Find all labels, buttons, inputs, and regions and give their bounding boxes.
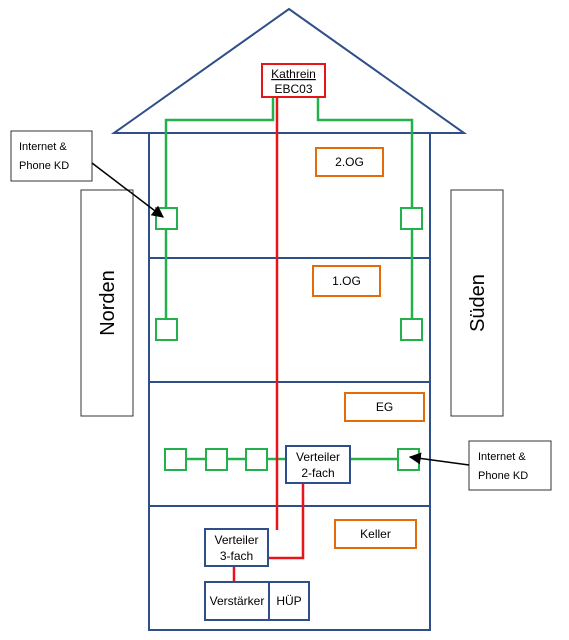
splitter-2-label-1: Verteiler xyxy=(296,450,340,464)
floor-label-keller-box xyxy=(334,519,417,549)
callout-left-label-1: Internet & xyxy=(19,141,67,153)
floor-label-1og: 1.OG xyxy=(332,274,361,288)
hup-label: HÜP xyxy=(276,594,301,608)
green-cable-left xyxy=(164,88,275,208)
outlet-eg-right xyxy=(397,448,420,471)
outlet-eg-3 xyxy=(245,448,268,471)
south-label: Süden xyxy=(467,274,489,332)
outlet-2og-left xyxy=(155,207,178,230)
splitter-2-box xyxy=(285,445,351,484)
outlet-1og-left xyxy=(155,318,178,341)
floor-label-eg-box xyxy=(344,392,425,422)
floor-label-eg: EG xyxy=(376,400,393,414)
floor-1og xyxy=(148,257,431,383)
callout-left-label-2: Phone KD xyxy=(19,160,69,172)
outlet-1og-right xyxy=(400,318,423,341)
floor-label-2og: 2.OG xyxy=(335,155,364,169)
splitter-2-label-2: 2-fach xyxy=(301,466,334,480)
red-cable-to-splitter2 xyxy=(268,483,305,560)
antenna-label-2: EBC03 xyxy=(274,82,312,96)
hup-box xyxy=(268,581,310,621)
floor-label-2og-box xyxy=(315,147,384,177)
callout-right-arrow xyxy=(408,452,470,466)
green-cable-right xyxy=(316,88,414,208)
amplifier-box xyxy=(204,581,270,621)
amplifier-label: Verstärker xyxy=(210,594,265,608)
callout-right-label-1: Internet & xyxy=(478,451,526,463)
north-label: Norden xyxy=(97,270,119,336)
outlet-2og-right xyxy=(400,207,423,230)
north-panel xyxy=(80,189,134,417)
floor-label-keller: Keller xyxy=(360,527,391,541)
splitter-3-box xyxy=(204,528,269,567)
splitter-3-label-1: Verteiler xyxy=(214,533,258,547)
floor-label-1og-box xyxy=(312,265,381,297)
antenna-label-1: Kathrein xyxy=(271,67,316,81)
callout-left-box xyxy=(10,130,93,182)
splitter-3-label-2: 3-fach xyxy=(220,549,253,563)
outlet-eg-2 xyxy=(205,448,228,471)
callout-right-box xyxy=(468,440,552,491)
floor-2og xyxy=(148,132,431,259)
callout-left-arrow xyxy=(91,162,164,218)
south-panel xyxy=(450,189,504,417)
outlet-eg-1 xyxy=(164,448,187,471)
antenna-box xyxy=(261,63,326,98)
callout-right-label-2: Phone KD xyxy=(478,470,528,482)
